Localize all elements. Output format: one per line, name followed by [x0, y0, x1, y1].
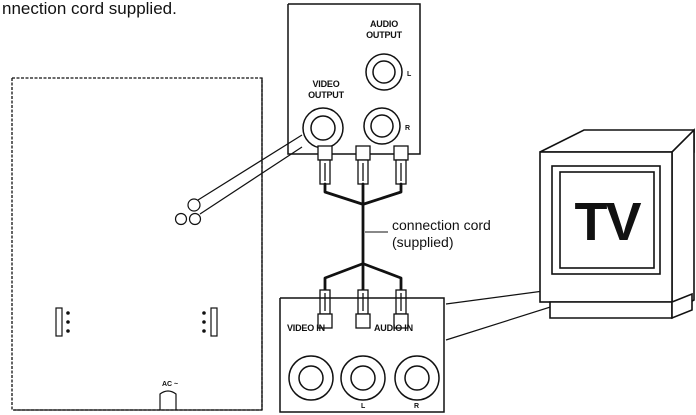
player-feet: [55, 307, 218, 337]
leader-lines-top: [197, 134, 303, 215]
video-output-label: VIDEO: [312, 79, 339, 89]
top-plugs: [317, 145, 409, 185]
video-in-label: VIDEO IN: [287, 323, 325, 333]
ac-label: AC ~: [162, 381, 178, 388]
video-output-label-2: OUTPUT: [308, 90, 345, 100]
audio-in-l-label: L: [361, 403, 366, 410]
audio-in-jack-r: [394, 355, 440, 401]
audio-out-jack-l: [365, 53, 403, 91]
player-unit: [11, 77, 263, 411]
audio-output-label-2: OUTPUT: [366, 30, 403, 40]
audio-out-jack-r: [363, 107, 401, 145]
audio-output-label: AUDIO: [370, 19, 398, 29]
audio-in-r-label: R: [414, 403, 419, 410]
audio-in-jack-l: [340, 355, 386, 401]
video-in-jack: [288, 355, 334, 401]
caption-fragment: nnection cord supplied.: [2, 0, 177, 18]
output-panel: [287, 3, 421, 155]
audio-in-label: AUDIO IN: [374, 323, 413, 333]
connection-cord: [323, 182, 403, 292]
player-outputs: [174, 198, 202, 226]
bottom-plugs: [317, 289, 409, 329]
cord-label-2: (supplied): [392, 234, 453, 250]
video-out-jack: [302, 107, 344, 149]
cord-label: connection cord: [392, 217, 491, 233]
tv-label: TV: [574, 192, 641, 252]
audio-out-l-label: L: [407, 71, 412, 78]
audio-out-r-label: R: [405, 125, 410, 132]
input-panel: [279, 297, 445, 413]
ac-inlet: [159, 390, 177, 410]
tv-set: [539, 128, 695, 320]
